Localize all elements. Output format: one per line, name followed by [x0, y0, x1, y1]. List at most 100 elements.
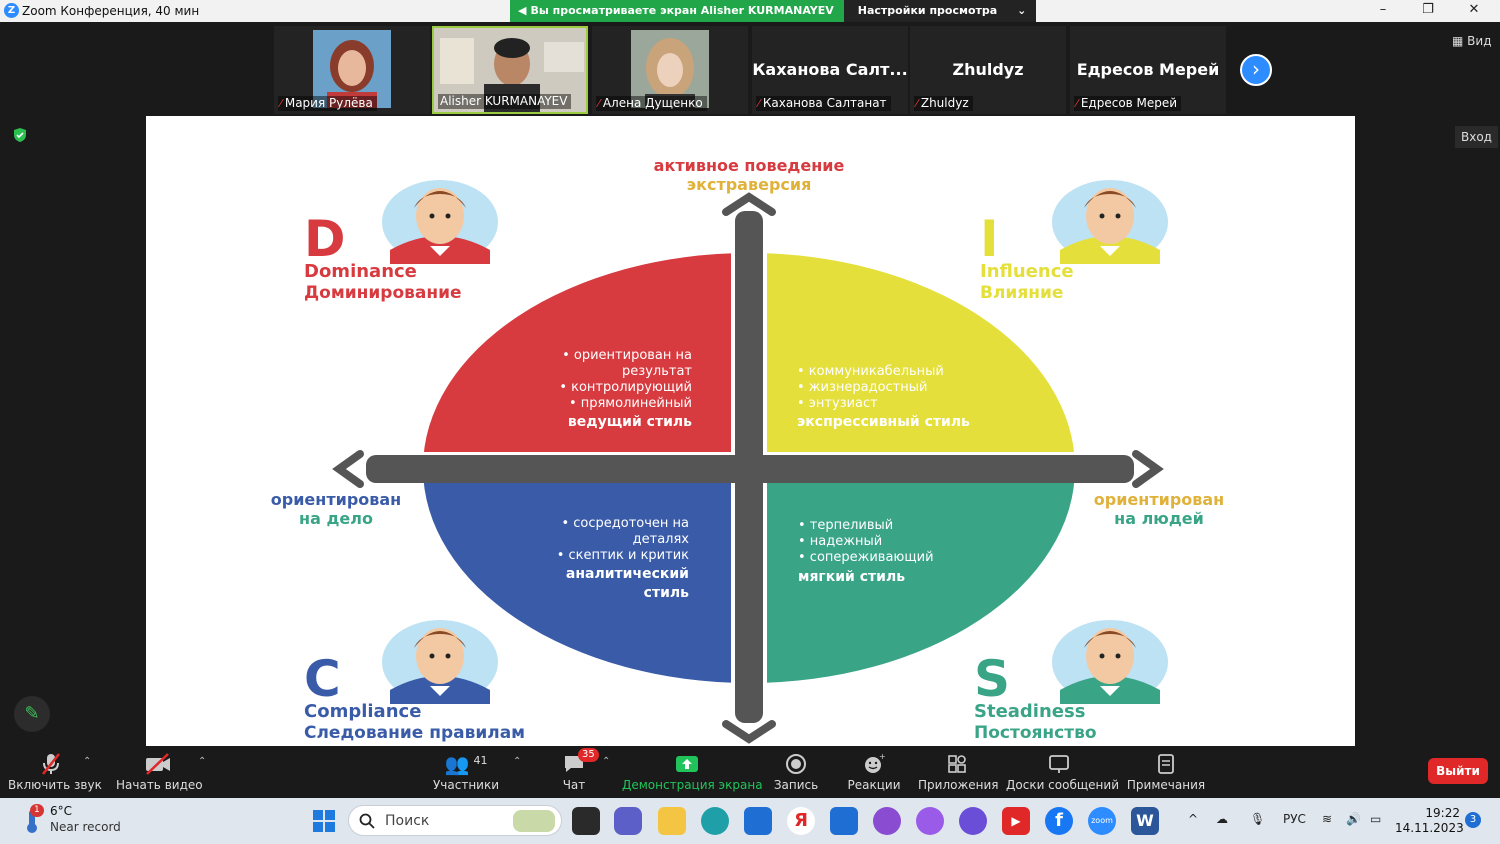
battery-icon[interactable]: ▭: [1370, 812, 1382, 826]
annotate-pencil-icon[interactable]: ✎: [14, 696, 50, 732]
viewing-indicator: ◀Вы просматриваете экран Alisher KURMANA…: [510, 0, 844, 22]
word-icon[interactable]: W: [1131, 807, 1159, 835]
chat-button[interactable]: 35 Чат: [550, 748, 599, 792]
record-button[interactable]: Запись: [772, 750, 820, 792]
facebook-icon[interactable]: f: [1045, 807, 1073, 835]
teams-icon[interactable]: [614, 807, 642, 835]
mic-muted-icon: [42, 753, 60, 775]
app-icon-purple[interactable]: [916, 807, 944, 835]
wifi-icon[interactable]: ≋: [1322, 812, 1333, 826]
restore-button[interactable]: ❐: [1422, 2, 1434, 17]
style-d: ведущий стиль: [568, 414, 692, 430]
unmute-button[interactable]: Включить звук: [8, 750, 102, 792]
leave-button[interactable]: Выйти: [1428, 758, 1488, 784]
avatar-green-icon: [1052, 620, 1168, 704]
notification-count-badge[interactable]: 3: [1465, 812, 1481, 828]
notes-button[interactable]: Примечания: [1126, 750, 1206, 792]
file-explorer-icon[interactable]: [658, 807, 686, 835]
participant-label: ⁄Zhuldyz: [914, 96, 973, 111]
trait-c-2: деталях: [633, 532, 690, 547]
participant-tile-1[interactable]: ⁄Мария Рулёва: [274, 26, 430, 114]
volume-icon[interactable]: 🔊: [1346, 812, 1361, 826]
participant-tile-5[interactable]: Zhuldyz ⁄Zhuldyz: [910, 26, 1066, 114]
speaker-icon: ◀: [518, 4, 527, 17]
trait-c-3: • скептик и критик: [557, 548, 689, 563]
taskbar-search-box[interactable]: Поиск: [348, 805, 562, 836]
zoom-taskbar-icon[interactable]: zoom: [1088, 807, 1116, 835]
clock-date[interactable]: 14.11.2023: [1395, 821, 1464, 835]
youtube-icon[interactable]: ▶: [1002, 807, 1030, 835]
participants-icon: 👥: [444, 752, 470, 776]
microphone-icon[interactable]: 🎙: [1250, 812, 1266, 826]
share-screen-icon: [676, 756, 698, 772]
login-button[interactable]: Вход: [1455, 126, 1498, 148]
app-icon-violet[interactable]: [959, 807, 987, 835]
avatar-red-icon: [382, 180, 498, 264]
influence-en: Influence: [980, 261, 1074, 282]
audio-options-caret[interactable]: ⌃: [83, 756, 92, 767]
weather-alert-badge: 1: [30, 804, 44, 817]
meeting-toolbar: Включить звук ⌃ Начать видео ⌃ 👥41 Участ…: [0, 746, 1500, 798]
video-off-icon: [146, 753, 170, 775]
whiteboard-icon: [1049, 755, 1069, 773]
clock-time[interactable]: 19:22: [1425, 806, 1460, 820]
weather-widget[interactable]: 1 6°C Near record: [0, 798, 130, 844]
arrow-up-icon: [722, 192, 776, 216]
video-options-caret[interactable]: ⌃: [198, 756, 207, 767]
windows-taskbar: 1 6°C Near record Поиск Я ▶ f zoom W ^ ☁…: [0, 798, 1500, 844]
chat-options-caret[interactable]: ⌃: [602, 756, 611, 767]
trait-d-1: • ориентирован на: [562, 348, 692, 363]
close-button[interactable]: ✕: [1468, 2, 1480, 17]
dominance-ru: Доминирование: [304, 283, 462, 303]
store-icon[interactable]: [830, 807, 858, 835]
trait-s-2: • надежный: [798, 534, 882, 549]
apps-button[interactable]: Приложения: [918, 750, 999, 792]
security-shield-icon[interactable]: [12, 127, 28, 143]
participant-video: [434, 28, 586, 112]
muted-mic-icon: ⁄: [758, 97, 760, 110]
disc-diagram: активное поведение экстраверсия ориентир…: [271, 156, 1224, 744]
view-button[interactable]: ▦ Вид: [1452, 34, 1492, 48]
view-options-button[interactable]: Настройки просмотра ⌄: [843, 0, 1037, 22]
participant-label: ⁄Алена Дущенко: [596, 96, 707, 111]
participant-tile-4[interactable]: Каханова Салт... ⁄Каханова Салтанат: [752, 26, 908, 114]
copilot-icon[interactable]: [873, 807, 901, 835]
input-language[interactable]: РУС: [1283, 812, 1306, 826]
cloud-icon[interactable]: ☁: [1216, 812, 1228, 826]
muted-mic-icon: ⁄: [280, 97, 282, 110]
mail-icon[interactable]: [744, 807, 772, 835]
reactions-button[interactable]: + Реакции: [847, 753, 901, 792]
steadiness-ru: Постоянство: [974, 723, 1097, 743]
participant-photo: [631, 30, 709, 108]
weather-temperature: 6°C: [50, 804, 73, 818]
task-view-icon[interactable]: [572, 807, 600, 835]
edge-icon[interactable]: [701, 807, 729, 835]
tray-expand-button[interactable]: ^: [1188, 812, 1199, 826]
participant-tile-3[interactable]: ⁄Алена Дущенко: [592, 26, 748, 114]
search-placeholder: Поиск: [385, 813, 430, 829]
arrow-right-icon: [1132, 450, 1164, 488]
search-highlight-icon: [513, 810, 555, 832]
participant-label: ⁄Едресов Мерей: [1074, 96, 1182, 111]
start-video-button[interactable]: Начать видео: [116, 750, 203, 792]
weather-status: Near record: [50, 820, 121, 834]
participants-options-caret[interactable]: ⌃: [513, 756, 522, 767]
quadrant-i: [749, 253, 1075, 468]
participants-button[interactable]: 👥41 Участники: [432, 752, 500, 792]
participant-tile-6[interactable]: Едресов Мерей ⁄Едресов Мерей: [1070, 26, 1226, 114]
whiteboards-button[interactable]: Доски сообщений: [1006, 750, 1119, 792]
trait-s-3: • сопереживающий: [798, 550, 934, 565]
chat-unread-badge: 35: [578, 748, 599, 762]
trait-d-3: • контролирующий: [559, 380, 692, 395]
next-page-button[interactable]: ›: [1240, 54, 1272, 86]
minimize-button[interactable]: –: [1379, 2, 1387, 17]
arrow-left-icon: [332, 450, 364, 488]
share-screen-button[interactable]: Демонстрация экрана: [622, 750, 763, 792]
participants-count: 41: [473, 753, 488, 767]
trait-i-1: • коммуникабельный: [797, 364, 944, 379]
participant-tile-2[interactable]: Alisher KURMANAYEV: [432, 26, 588, 114]
style-c-1: аналитический: [566, 566, 689, 582]
yandex-icon[interactable]: Я: [787, 807, 815, 835]
style-s: мягкий стиль: [798, 569, 905, 585]
windows-start-icon[interactable]: [310, 807, 338, 835]
